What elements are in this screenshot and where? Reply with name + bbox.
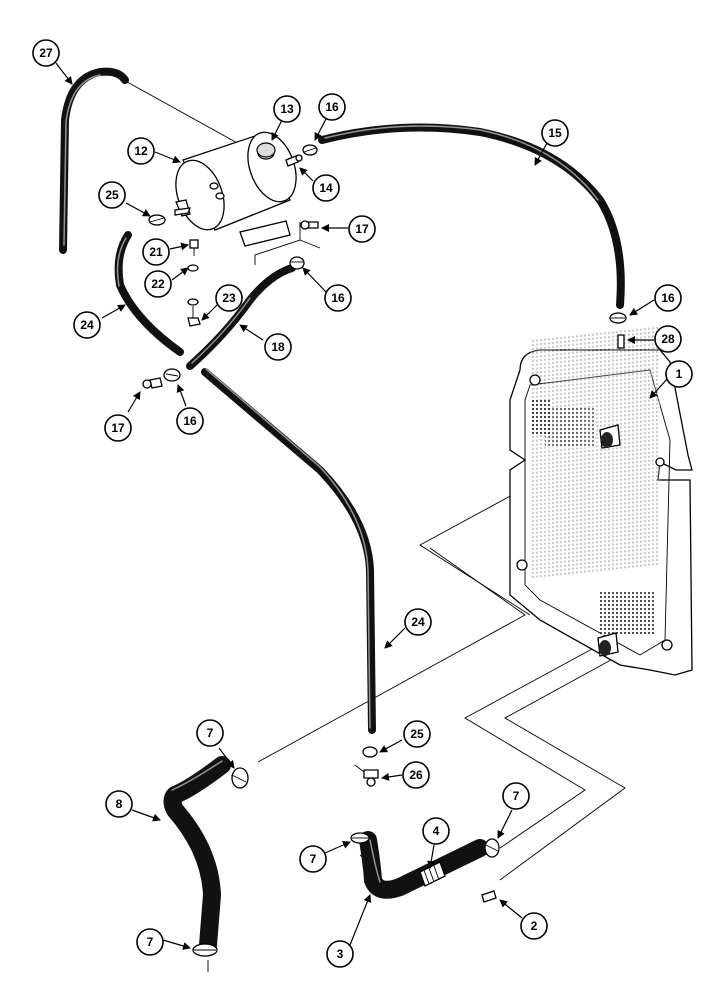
svg-text:16: 16 xyxy=(183,414,197,428)
svg-text:23: 23 xyxy=(222,291,236,305)
svg-text:27: 27 xyxy=(39,46,53,60)
svg-text:15: 15 xyxy=(548,126,562,140)
svg-text:16: 16 xyxy=(661,291,675,305)
clamp-25-lower xyxy=(362,746,378,758)
clamp-16-top xyxy=(302,144,318,156)
callout-13: 13 xyxy=(273,95,301,123)
clamp-7-hose8-top xyxy=(231,767,249,789)
callout-7: 7 xyxy=(196,719,224,747)
callout-2: 2 xyxy=(520,912,548,940)
callout-7: 7 xyxy=(502,782,530,810)
clamp-16-radiator xyxy=(609,312,627,324)
svg-text:18: 18 xyxy=(271,340,285,354)
svg-text:7: 7 xyxy=(207,726,214,740)
svg-text:25: 25 xyxy=(105,188,119,202)
callouts: 27 13 16 12 15 14 25 17 21 22 16 23 24 1… xyxy=(32,39,693,968)
svg-text:25: 25 xyxy=(410,727,424,741)
svg-text:4: 4 xyxy=(433,824,440,838)
callout-12: 12 xyxy=(127,137,155,165)
callout-8: 8 xyxy=(105,790,133,818)
bolt-17-lower xyxy=(142,377,163,389)
nut-23 xyxy=(187,317,201,327)
callout-16: 16 xyxy=(318,93,346,121)
clamp-7-hose8-bottom xyxy=(192,943,218,957)
svg-text:22: 22 xyxy=(151,277,165,291)
filler-cap xyxy=(256,142,276,158)
svg-text:16: 16 xyxy=(331,291,345,305)
callout-16: 16 xyxy=(324,284,352,312)
hose-18 xyxy=(186,264,296,370)
callout-25: 25 xyxy=(403,720,431,748)
svg-text:24: 24 xyxy=(411,615,425,629)
fasteners xyxy=(142,154,625,903)
svg-text:17: 17 xyxy=(355,222,369,236)
svg-text:7: 7 xyxy=(310,852,317,866)
callout-21: 21 xyxy=(142,238,170,266)
callout-7: 7 xyxy=(299,845,327,873)
callout-1: 1 xyxy=(665,360,693,388)
hose-24-lower xyxy=(201,368,376,734)
callout-7: 7 xyxy=(136,928,164,956)
svg-text:16: 16 xyxy=(325,100,339,114)
svg-text:7: 7 xyxy=(513,789,520,803)
callout-16: 16 xyxy=(654,284,682,312)
radiator xyxy=(509,325,693,676)
callout-14: 14 xyxy=(312,174,340,202)
callout-17: 17 xyxy=(104,414,132,442)
clamp-16-lower xyxy=(163,368,181,382)
svg-text:26: 26 xyxy=(409,768,423,782)
bolt-21 xyxy=(189,239,199,256)
callout-16: 16 xyxy=(176,407,204,435)
leader-lines xyxy=(55,62,669,950)
clamp-25-upper xyxy=(148,214,166,226)
bolt-17-upper xyxy=(300,220,319,230)
callout-18: 18 xyxy=(264,333,292,361)
svg-text:12: 12 xyxy=(134,144,148,158)
drain-plug-2 xyxy=(481,890,497,903)
hose-3 xyxy=(359,831,489,899)
fitting-28 xyxy=(617,334,625,349)
callout-4: 4 xyxy=(422,817,450,845)
callout-3: 3 xyxy=(326,940,354,968)
callout-22: 22 xyxy=(144,270,172,298)
callout-24: 24 xyxy=(73,311,101,339)
clamp-7-hose3 xyxy=(350,832,370,844)
callout-28: 28 xyxy=(654,325,682,353)
clamp-7-hose4 xyxy=(484,838,500,858)
callout-27: 27 xyxy=(32,39,60,67)
svg-text:14: 14 xyxy=(319,181,333,195)
svg-text:21: 21 xyxy=(149,245,163,259)
callout-24: 24 xyxy=(404,608,432,636)
svg-text:13: 13 xyxy=(280,102,294,116)
svg-text:17: 17 xyxy=(111,421,125,435)
clamp-16-hose18 xyxy=(289,256,305,270)
valve-26 xyxy=(354,764,379,787)
fitting-14 xyxy=(285,154,303,167)
svg-text:3: 3 xyxy=(337,947,344,961)
callout-15: 15 xyxy=(541,119,569,147)
callout-17: 17 xyxy=(348,215,376,243)
hose-15 xyxy=(318,123,625,309)
hose-clamps xyxy=(148,144,627,957)
svg-text:2: 2 xyxy=(531,919,538,933)
svg-text:8: 8 xyxy=(116,797,123,811)
hose-24-upper xyxy=(114,231,184,356)
svg-text:1: 1 xyxy=(676,367,683,381)
washer-22 xyxy=(187,264,199,306)
svg-text:24: 24 xyxy=(80,318,94,332)
callout-25: 25 xyxy=(98,181,126,209)
callout-23: 23 xyxy=(215,284,243,312)
hose-8 xyxy=(163,756,231,954)
hose-27 xyxy=(59,67,129,254)
svg-text:28: 28 xyxy=(661,332,675,346)
svg-text:7: 7 xyxy=(147,935,154,949)
expansion-tank xyxy=(174,131,297,247)
callout-26: 26 xyxy=(402,761,430,789)
